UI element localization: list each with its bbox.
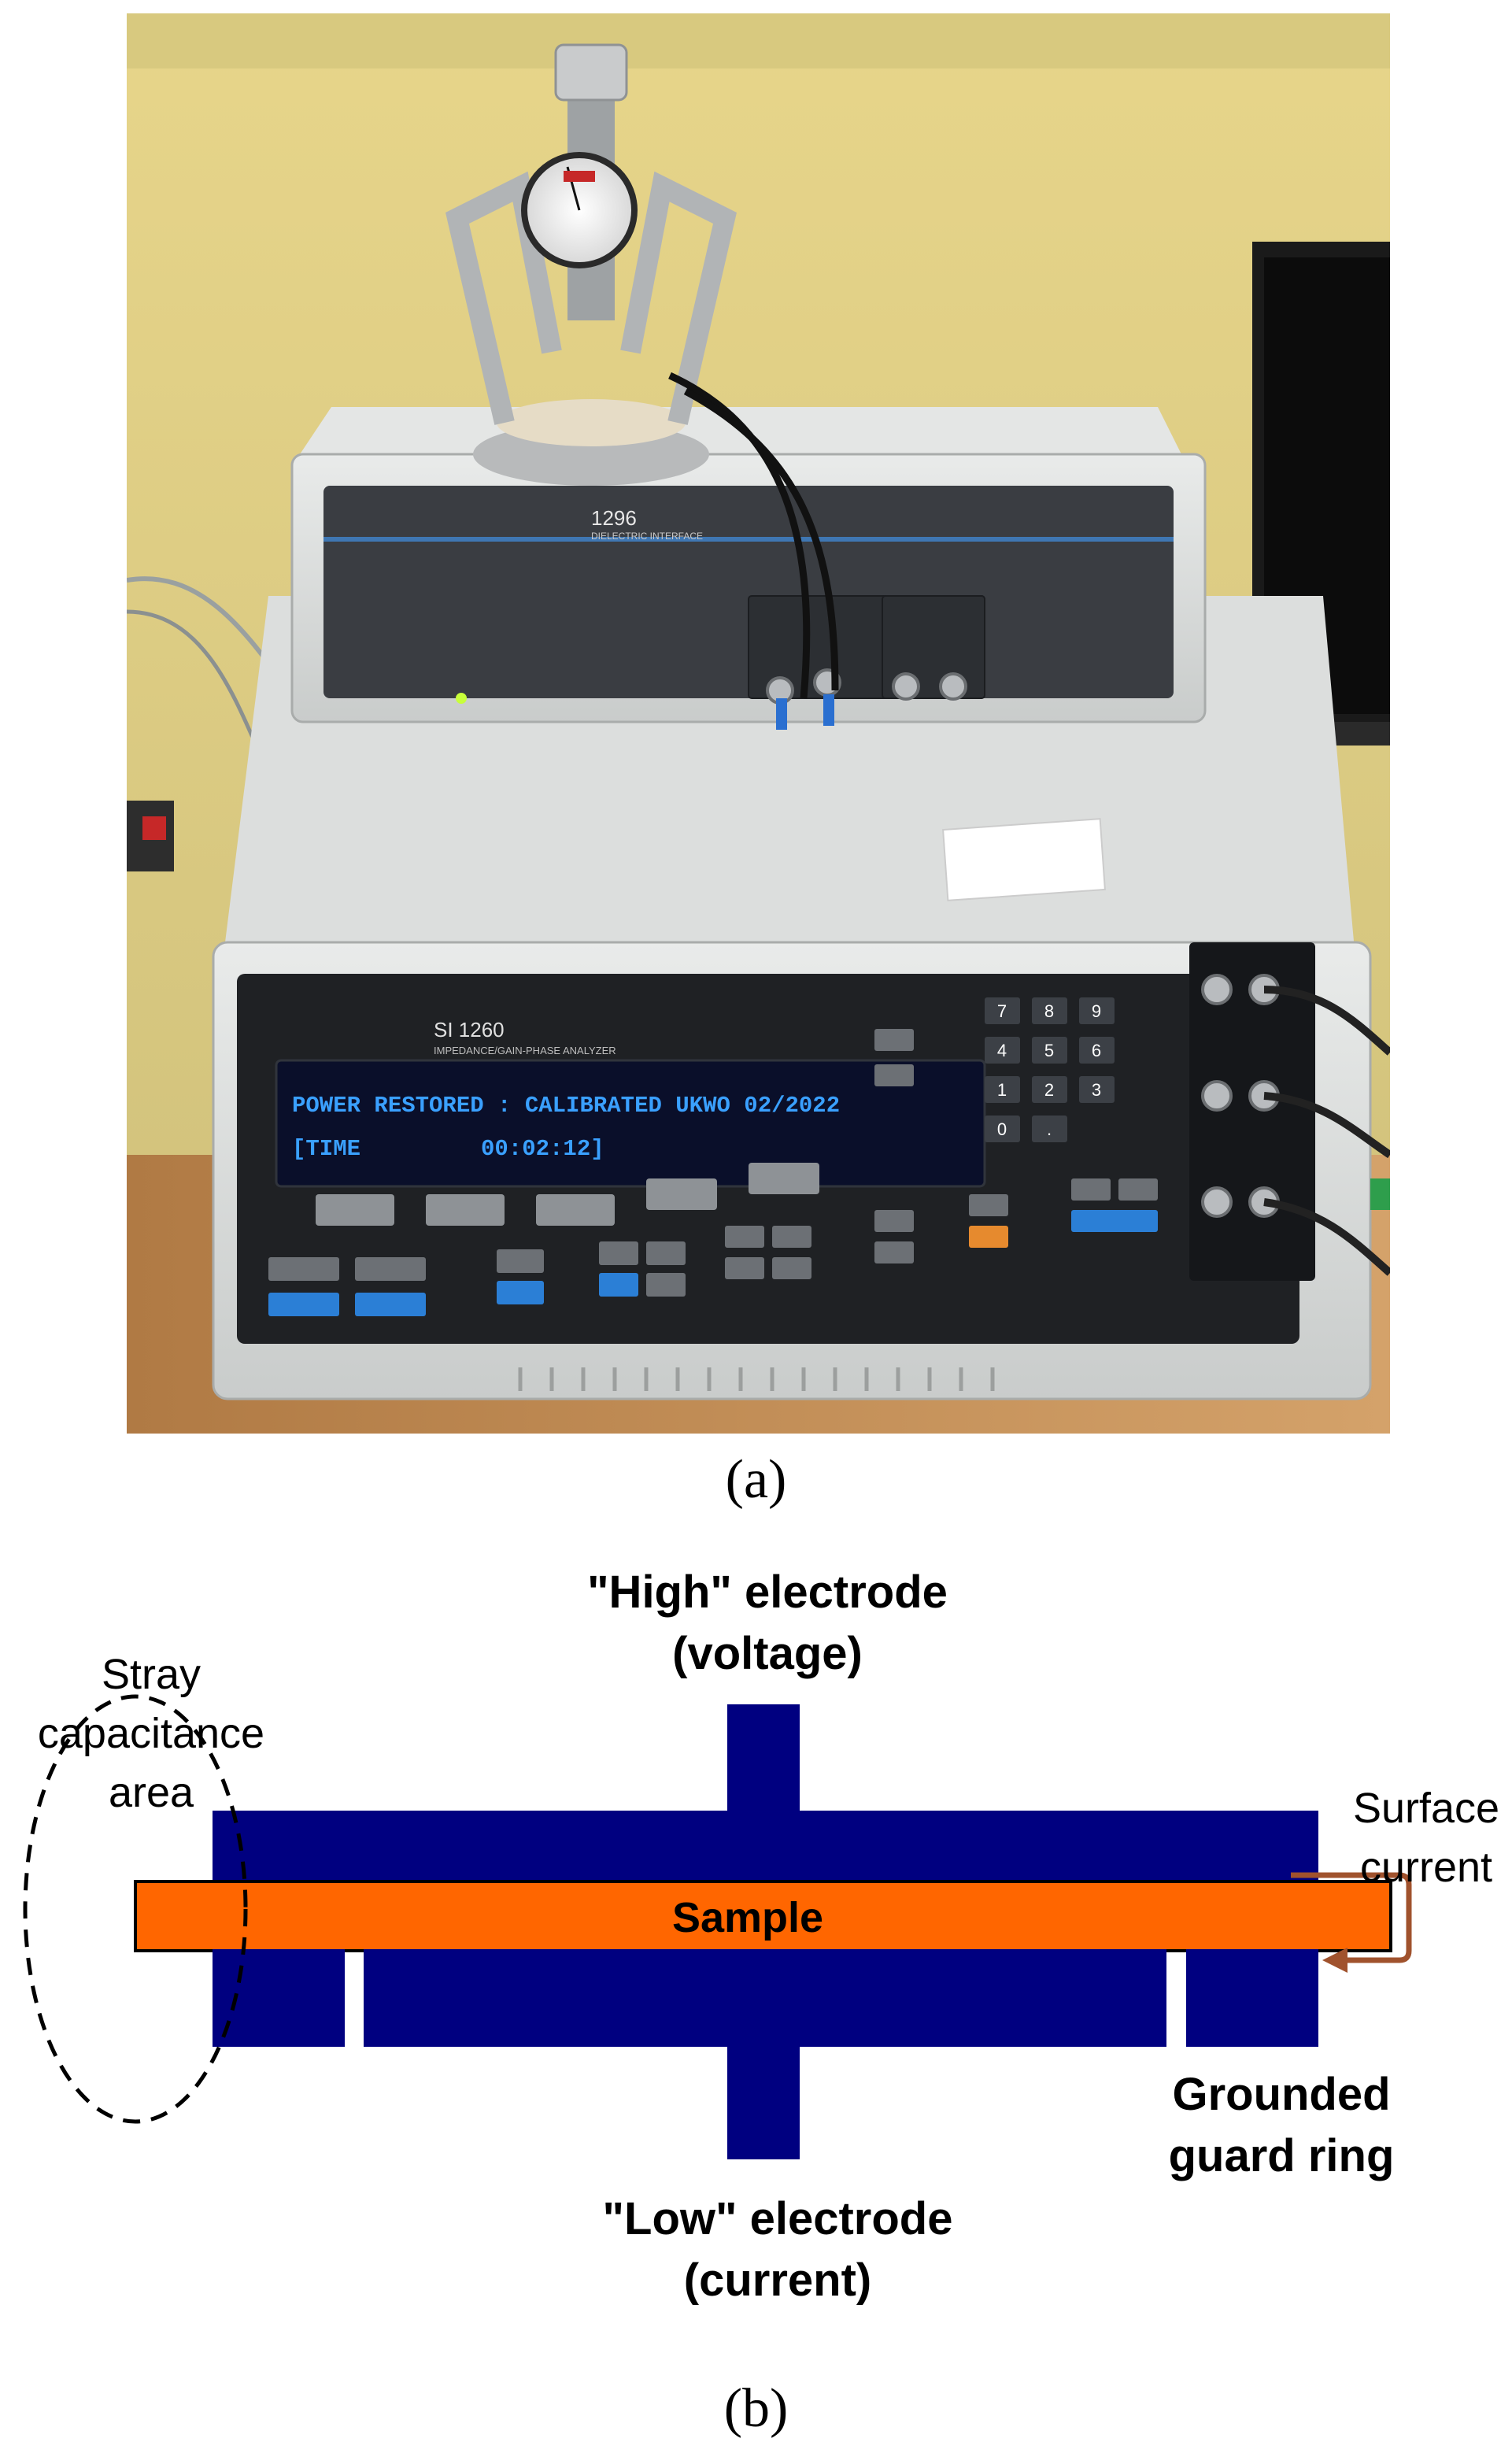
low-electrode-label: "Low" electrode	[603, 2193, 953, 2244]
keypad-key-label: 5	[1044, 1041, 1054, 1060]
analyzer-keypad: 7 8 9 4 5 6 1 2 3 0 .	[985, 997, 1115, 1142]
keypad-key[interactable]	[1079, 1037, 1115, 1064]
surface-current-label-line1: Surface	[1353, 1785, 1499, 1832]
analyzer-softkey[interactable]	[536, 1194, 615, 1226]
analyzer-subtitle: IMPEDANCE/GAIN-PHASE ANALYZER	[434, 1045, 616, 1056]
guard-ring-label-line1: Grounded	[1172, 2069, 1390, 2120]
keypad-key-label: 1	[997, 1080, 1007, 1100]
keypad-key-label: 4	[997, 1041, 1007, 1060]
analyzer-softkey[interactable]	[646, 1178, 717, 1210]
keypad-key-label: .	[1047, 1119, 1052, 1139]
stray-label-line1: Stray	[102, 1651, 201, 1698]
guard-ring-label-line2: guard ring	[1169, 2130, 1395, 2181]
analyzer-display-time-label: [TIME	[292, 1136, 360, 1162]
stray-capacitance-outline	[23, 1694, 248, 2124]
analyzer-display-time-value: 00:02:12]	[481, 1136, 604, 1162]
sample-bar	[134, 1880, 1392, 1952]
guard-ring-left	[213, 1949, 345, 2047]
low-electrode-sublabel: (current)	[684, 2255, 871, 2306]
analyzer-model: SI 1260	[434, 1018, 505, 1042]
high-electrode-stem	[727, 1704, 800, 1818]
keypad-key[interactable]	[1032, 1116, 1067, 1142]
panel-b-caption: (b)	[723, 2378, 789, 2439]
interface-subtitle: DIELECTRIC INTERFACE	[591, 531, 703, 542]
keypad-key-label: 9	[1092, 1001, 1101, 1021]
high-electrode-plate	[213, 1811, 1318, 1885]
keypad-key-label: 2	[1044, 1080, 1054, 1100]
keypad-key-label: 0	[997, 1119, 1007, 1139]
high-electrode-label: "High" electrode	[587, 1567, 948, 1618]
keypad-key[interactable]	[1032, 997, 1067, 1024]
keypad-key[interactable]	[1079, 997, 1115, 1024]
keypad-key[interactable]	[985, 1116, 1020, 1142]
keypad-key[interactable]	[985, 997, 1020, 1024]
analyzer-softkey[interactable]	[426, 1194, 505, 1226]
analyzer-softkey[interactable]	[749, 1163, 819, 1194]
keypad-key-label: 8	[1044, 1001, 1054, 1021]
panel-a-caption: (a)	[725, 1449, 787, 1510]
low-electrode-stem	[727, 2045, 800, 2159]
analyzer-softkey[interactable]	[316, 1194, 394, 1226]
sample-label: Sample	[672, 1894, 823, 1941]
electrode-diagram: "High" electrode (voltage) Stray capacit…	[23, 1567, 1499, 2306]
interface-model: 1296	[591, 506, 637, 530]
keypad-key[interactable]	[985, 1037, 1020, 1064]
keypad-key[interactable]	[985, 1076, 1020, 1103]
keypad-key-label: 3	[1092, 1080, 1101, 1100]
analyzer-display-line1: POWER RESTORED : CALIBRATED UKWO 02/2022	[292, 1093, 840, 1119]
keypad-key[interactable]	[1079, 1076, 1115, 1103]
surface-current-label-line2: current	[1360, 1844, 1492, 1891]
stray-label-line3: area	[109, 1769, 194, 1816]
instrument-photo-illustration: SI 1260 IMPEDANCE/GAIN-PHASE ANALYZER PO…	[127, 13, 1390, 1434]
low-electrode-plate	[364, 1949, 1166, 2047]
surface-current-arrow	[1291, 1872, 1412, 1963]
high-electrode-sublabel: (voltage)	[672, 1628, 863, 1679]
stray-label-line2: capacitance	[38, 1710, 264, 1757]
keypad-key-label: 6	[1092, 1041, 1101, 1060]
instrument-photo: SI 1260 IMPEDANCE/GAIN-PHASE ANALYZER PO…	[127, 13, 1390, 1434]
surface-current-arrowhead	[1322, 1948, 1347, 1973]
guard-ring-right	[1186, 1949, 1318, 2047]
keypad-key-label: 7	[997, 1001, 1007, 1021]
keypad-key[interactable]	[1032, 1037, 1067, 1064]
keypad-key[interactable]	[1032, 1076, 1067, 1103]
